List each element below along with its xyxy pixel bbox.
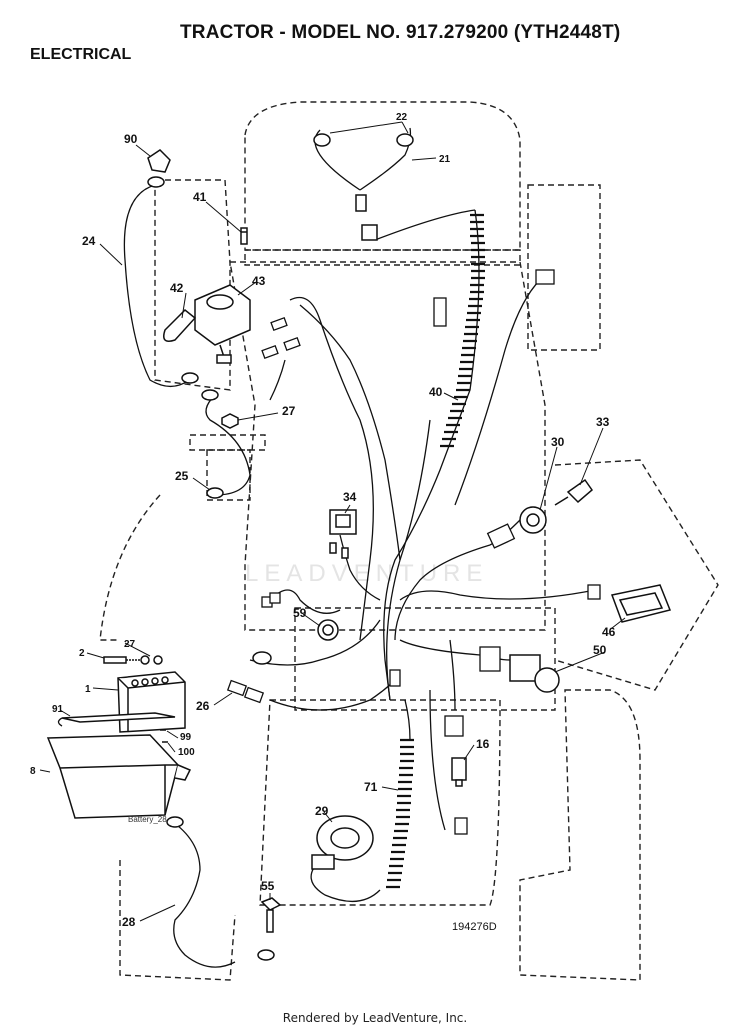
part-46-module [610,584,672,623]
part-43-solenoid [194,284,251,364]
part-29-horn [311,815,374,870]
callout-22: 22 [396,112,408,123]
drawing-number: 194276D [452,921,497,933]
callout-71: 71 [364,780,378,794]
part-27-nut [221,413,239,429]
callout-42: 42 [170,281,184,295]
part-16-relay [451,757,467,787]
part-41-bolt [240,227,248,245]
callout-43: 43 [252,274,266,288]
part-33-key [554,478,594,506]
callout-99: 99 [180,732,192,743]
callout-21: 21 [439,154,451,165]
part-30-ignition-switch [519,506,547,534]
callout-59: 59 [293,606,307,620]
callout-28: 28 [122,915,136,929]
part-34-switch [329,509,357,559]
connector-blocks [226,269,601,835]
callout-26: 26 [196,699,210,713]
callout-30: 30 [551,435,565,449]
callout-34: 34 [343,490,357,504]
footer-credit: Rendered by LeadVenture, Inc. [282,1011,468,1025]
callout-90: 90 [124,132,138,146]
callout-46: 46 [602,625,616,639]
callout-29: 29 [315,804,329,818]
callout-2: 2 [79,648,85,659]
callout-1: 1 [85,684,91,695]
page-title: TRACTOR - MODEL NO. 917.279200 (YTH2448T… [180,22,621,43]
leader-lines [39,121,626,922]
callout-55: 55 [261,879,275,893]
callout-100: 100 [178,747,195,758]
callout-labels: 90 24 41 42 43 27 25 22 21 40 34 30 33 5… [30,112,616,929]
part-22-bulbs [313,133,414,241]
part-42-cap [163,308,197,342]
tractor-outline [99,101,719,981]
callout-33: 33 [596,415,610,429]
callout-16: 16 [476,737,490,751]
part-50-switch [509,654,560,693]
callout-91: 91 [52,704,64,715]
part-90-boot [147,149,171,173]
callout-8: 8 [30,766,36,777]
callout-25: 25 [175,469,189,483]
part-55-bolt [260,897,282,933]
harness-coil-lower [386,738,414,889]
callout-27-terminal: 27 [124,639,136,650]
callout-41: 41 [193,190,207,204]
watermark: LEADVENTURE [245,560,489,587]
harness-coil-upper [440,213,485,448]
battery-note: Battery_28 [128,815,167,824]
callout-40: 40 [429,385,443,399]
battery-assembly [46,655,192,819]
cable-terminals [147,176,275,961]
part-91-strap-hook [57,717,63,727]
section-heading: ELECTRICAL [30,46,132,63]
part-59-light [317,619,339,641]
callout-24: 24 [82,234,96,248]
callout-27-nut: 27 [282,404,296,418]
callout-50: 50 [593,643,607,657]
